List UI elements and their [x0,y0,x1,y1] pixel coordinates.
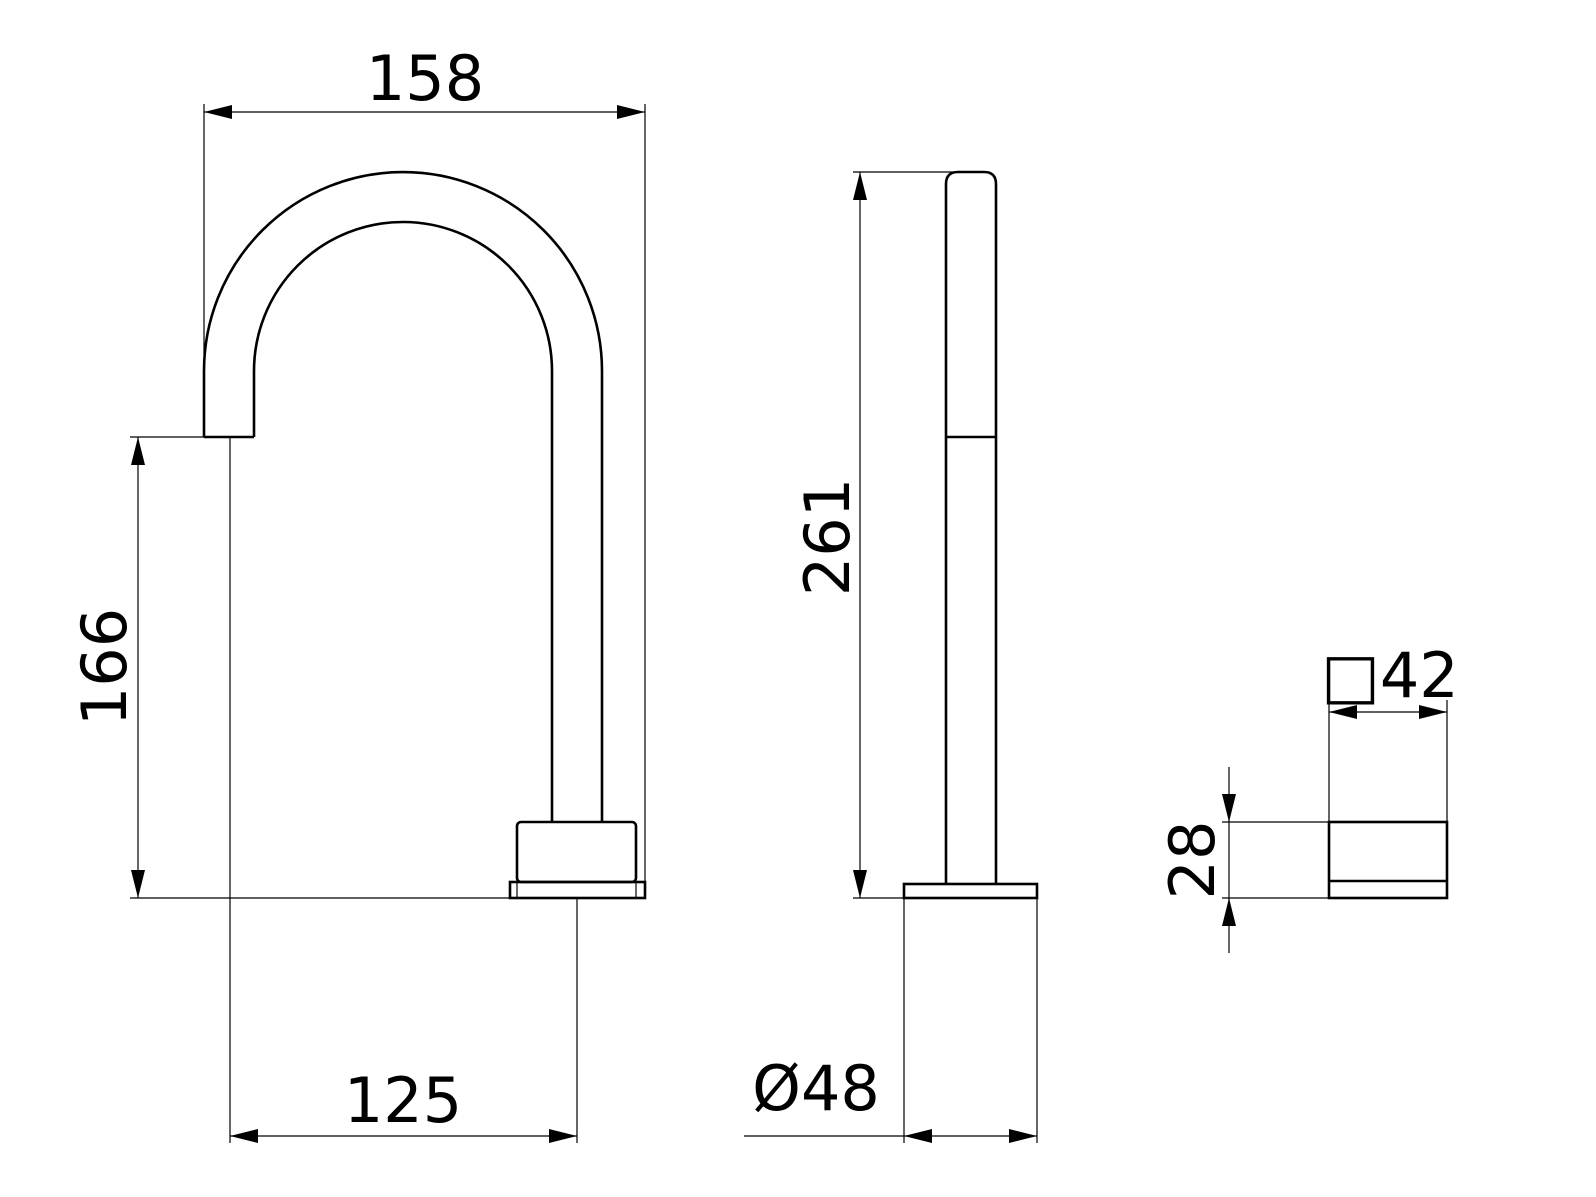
spout-base-body [515,820,638,884]
spout-inner-outline [252,220,554,822]
spout-outer-outline [202,170,604,822]
arrow-down-icon [131,870,145,898]
dimension-28: 28 [1156,767,1329,953]
side-base-plate [902,882,1039,900]
arrow-left-icon [1329,705,1357,719]
side-tube-outline [944,170,998,884]
arrow-up-icon [1222,898,1236,926]
spout-base-plate [508,880,647,900]
dimension-square-42: □42 [1321,639,1459,822]
dimension-125: 125 [229,437,578,1143]
spout-front-view [202,170,647,900]
arrow-right-icon [617,105,645,119]
dimension-label: 261 [791,478,864,596]
arrow-left-icon [230,1129,258,1143]
dimension-diameter-48: Ø48 [744,898,1038,1143]
arrow-up-icon [131,437,145,465]
handle-side-view [1327,820,1449,900]
arrow-right-icon [1419,705,1447,719]
dimension-label: 166 [68,608,141,726]
arrow-left-icon [904,1129,932,1143]
dimension-label: 125 [344,1064,462,1137]
dimension-158: 158 [203,42,646,898]
arrow-left-icon [204,105,232,119]
spout-side-view [902,170,1039,900]
dimension-label: Ø48 [752,1052,880,1125]
dimension-label: 28 [1156,821,1229,900]
arrow-right-icon [1009,1129,1037,1143]
dimension-label: 158 [366,42,484,115]
dimension-166: 166 [68,436,645,899]
arrow-down-icon [853,870,867,898]
arrow-right-icon [549,1129,577,1143]
arrow-down-icon [1222,794,1236,822]
dimension-label: □42 [1321,639,1458,712]
arrow-up-icon [853,172,867,200]
handle-body [1327,820,1449,900]
dimension-261: 261 [791,171,990,899]
